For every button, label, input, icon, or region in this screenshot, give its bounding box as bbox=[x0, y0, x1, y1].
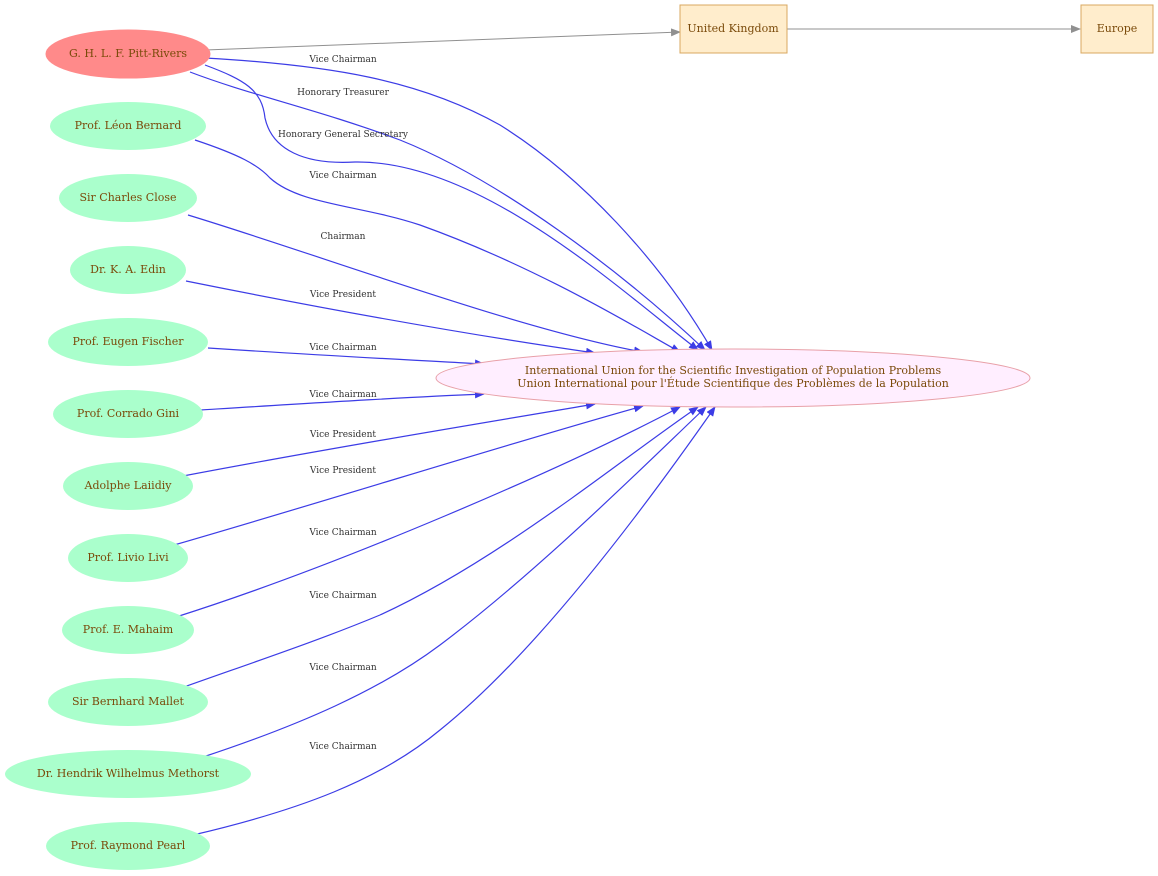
node-edin[interactable]: Dr. K. A. Edin bbox=[70, 246, 186, 294]
edges bbox=[173, 25, 1081, 836]
edge-label-fischer: Vice Chairman bbox=[308, 343, 377, 353]
node-label: Prof. E. Mahaim bbox=[83, 623, 174, 636]
edge-label-mahaim: Vice Chairman bbox=[308, 528, 377, 538]
node-label: Prof. Livio Livi bbox=[87, 551, 169, 564]
node-label: Prof. Corrado Gini bbox=[77, 407, 180, 420]
node-label: United Kingdom bbox=[687, 22, 779, 35]
node-label: Sir Bernhard Mallet bbox=[72, 695, 185, 708]
edge-label-pitt-secretary: Honorary General Secretary bbox=[278, 130, 409, 140]
edge-fischer-union bbox=[207, 347, 485, 368]
node-union[interactable]: International Union for the Scientific I… bbox=[435, 348, 1031, 408]
edge-mallet-union bbox=[183, 406, 699, 688]
edge-labels: Vice Chairman Honorary Treasurer Honorar… bbox=[278, 55, 409, 752]
node-label: G. H. L. F. Pitt-Rivers bbox=[69, 47, 187, 60]
node-close[interactable]: Sir Charles Close bbox=[59, 174, 197, 222]
edge-label-livi: Vice President bbox=[309, 466, 377, 476]
edge-label-mallet: Vice Chairman bbox=[308, 591, 377, 601]
edge-close-union bbox=[187, 214, 644, 355]
node-mallet[interactable]: Sir Bernhard Mallet bbox=[48, 678, 208, 726]
edge-label-bernard: Vice Chairman bbox=[308, 171, 377, 181]
edge-gini-union bbox=[199, 390, 485, 411]
node-label: Europe bbox=[1097, 22, 1138, 35]
edge-mahaim-union bbox=[175, 406, 681, 618]
edge-pitt-rivers-uk bbox=[204, 28, 681, 51]
node-label-line2: Union International pour l'Étude Scienti… bbox=[517, 376, 949, 390]
node-methorst[interactable]: Dr. Hendrik Wilhelmus Methorst bbox=[5, 750, 251, 798]
edge-label-pitt-vice-chairman: Vice Chairman bbox=[308, 55, 377, 65]
node-bernard[interactable]: Prof. Léon Bernard bbox=[50, 102, 206, 150]
node-laiidiy[interactable]: Adolphe Laiidiy bbox=[63, 462, 193, 510]
edge-edin-union bbox=[185, 280, 596, 356]
edge-pitt-rivers-treasurer bbox=[189, 71, 706, 351]
edge-pearl-union bbox=[192, 406, 716, 836]
node-label: Prof. Raymond Pearl bbox=[71, 839, 186, 852]
edge-bernard-union bbox=[194, 139, 681, 353]
node-gini[interactable]: Prof. Corrado Gini bbox=[53, 390, 203, 438]
edge-livi-union bbox=[173, 404, 644, 546]
node-label: Sir Charles Close bbox=[79, 191, 176, 204]
node-label: Dr. K. A. Edin bbox=[90, 263, 166, 276]
edge-label-pearl: Vice Chairman bbox=[308, 742, 377, 752]
edge-label-methorst: Vice Chairman bbox=[308, 663, 377, 673]
node-fischer[interactable]: Prof. Eugen Fischer bbox=[48, 318, 208, 366]
node-label: Adolphe Laiidiy bbox=[84, 479, 173, 492]
node-pearl[interactable]: Prof. Raymond Pearl bbox=[46, 822, 210, 870]
edge-label-pitt-treasurer: Honorary Treasurer bbox=[297, 88, 389, 98]
node-mahaim[interactable]: Prof. E. Mahaim bbox=[62, 606, 194, 654]
edge-pitt-rivers-vice-chairman bbox=[204, 57, 713, 351]
node-united-kingdom[interactable]: United Kingdom bbox=[679, 4, 788, 54]
edge-laiidiy-union bbox=[182, 401, 596, 477]
edge-methorst-union bbox=[202, 406, 707, 758]
edge-label-laiidiy: Vice President bbox=[309, 430, 377, 440]
node-livi[interactable]: Prof. Livio Livi bbox=[68, 534, 188, 582]
node-label: Prof. Léon Bernard bbox=[75, 119, 182, 132]
node-label-line1: International Union for the Scientific I… bbox=[525, 364, 942, 377]
node-label: Prof. Eugen Fischer bbox=[72, 335, 184, 348]
node-europe[interactable]: Europe bbox=[1080, 4, 1154, 54]
edge-pitt-rivers-secretary bbox=[204, 64, 699, 351]
node-label: Dr. Hendrik Wilhelmus Methorst bbox=[37, 767, 220, 780]
edge-label-gini: Vice Chairman bbox=[308, 390, 377, 400]
edge-label-close: Chairman bbox=[321, 232, 366, 242]
edge-label-edin: Vice President bbox=[309, 290, 377, 300]
node-pitt-rivers[interactable]: G. H. L. F. Pitt-Rivers bbox=[45, 29, 211, 79]
